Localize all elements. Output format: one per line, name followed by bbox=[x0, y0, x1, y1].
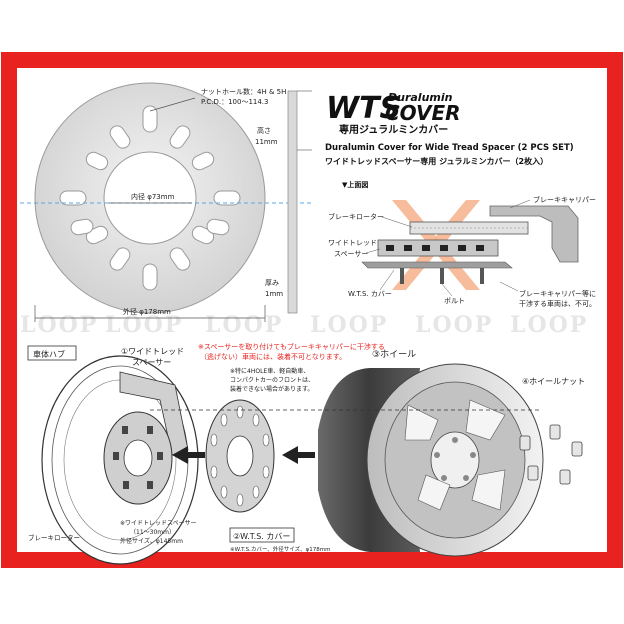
cover-note: ※W.T.S.カバー、外径サイズ、φ178mm bbox=[230, 545, 330, 553]
brake-rotor-hub bbox=[41, 355, 199, 565]
svg-text:▼上面図: ▼上面図 bbox=[342, 180, 368, 189]
section-diagram: ▼上面図 ブレーキキャリパー ブレーキローター ワイドトレッド スペーサー W.… bbox=[328, 180, 596, 308]
svg-text:COVER: COVER bbox=[385, 101, 461, 125]
warning-text: ※スペーサーを取り付けてもブレーキキャリパーに干渉する bbox=[198, 342, 385, 351]
svg-text:ブレーキキャリパー: ブレーキキャリパー bbox=[533, 195, 596, 204]
svg-text:ブレーキキャリパー等に: ブレーキキャリパー等に bbox=[519, 289, 596, 298]
thickness-value: 1mm bbox=[265, 290, 283, 298]
wts-logo: WTS Duralumin COVER 専用ジュラルミンカバー bbox=[326, 91, 461, 136]
svg-text:スペーサー: スペーサー bbox=[334, 250, 368, 258]
part1-label: ①ワイドトレッド bbox=[121, 347, 184, 356]
height-label: 高さ bbox=[257, 126, 271, 135]
thickness-label: 厚み bbox=[265, 279, 279, 287]
spacer-note: ※ワイドトレッドスペーサー bbox=[120, 520, 197, 527]
svg-text:LOOP: LOOP bbox=[510, 312, 588, 338]
svg-text:干渉する車両は、不可。: 干渉する車両は、不可。 bbox=[519, 299, 596, 308]
svg-text:LOOP: LOOP bbox=[20, 312, 98, 338]
note-4hole: ※特に4HOLE車、軽自動車、 bbox=[230, 367, 309, 375]
svg-text:外径サイズ、φ145mm: 外径サイズ、φ145mm bbox=[120, 537, 183, 545]
cover-side-profile: 高さ 11mm 厚み 1mm bbox=[255, 90, 312, 314]
pcd-spec: P.C.D.：100～114.3 bbox=[201, 98, 268, 106]
hub-label: 車体ハブ bbox=[33, 349, 65, 359]
svg-text:W.T.S. カバー: W.T.S. カバー bbox=[348, 290, 392, 298]
svg-text:（11～30mm）: （11～30mm） bbox=[130, 529, 175, 536]
wheel-label: ③ホイール bbox=[372, 349, 416, 360]
svg-text:LOOP: LOOP bbox=[415, 312, 493, 338]
title-english: Duralumin Cover for Wide Tread Spacer (2… bbox=[325, 143, 574, 153]
wheel-tire bbox=[318, 363, 544, 557]
svg-text:Duralumin: Duralumin bbox=[388, 91, 453, 104]
watermark: LOOP LOOP LOOP LOOP LOOP LOOP bbox=[20, 312, 588, 338]
title-japanese: ワイドトレッドスペーサー専用 ジュラルミンカバー（2枚入） bbox=[325, 156, 548, 166]
svg-text:ブレーキローター: ブレーキローター bbox=[328, 212, 384, 221]
svg-text:ボルト: ボルト bbox=[444, 297, 465, 305]
svg-text:WTS: WTS bbox=[326, 91, 401, 126]
height-value: 11mm bbox=[255, 138, 278, 146]
inner-diameter-label: 内径 φ73mm bbox=[131, 192, 175, 201]
svg-text:スペーサー: スペーサー bbox=[132, 358, 171, 367]
cover-disc-drawing: 内径 φ73mm ナットホール数：4H & 5H P.C.D.：100～114.… bbox=[20, 82, 312, 322]
svg-text:コンパクトカーのフロントは、: コンパクトカーのフロントは、 bbox=[230, 377, 314, 384]
svg-text:LOOP: LOOP bbox=[205, 312, 283, 338]
wheel-nuts bbox=[519, 424, 583, 485]
svg-text:LOOP: LOOP bbox=[105, 312, 183, 338]
arrow-left-icon bbox=[172, 446, 205, 464]
cover-label: ②W.T.S. カバー bbox=[233, 532, 290, 541]
rotor-label: ブレーキローター bbox=[28, 533, 80, 542]
nut-hole-count: ナットホール数：4H & 5H bbox=[201, 87, 286, 96]
arrow-left-icon bbox=[282, 446, 315, 464]
svg-text:専用ジュラルミンカバー: 専用ジュラルミンカバー bbox=[339, 123, 448, 136]
wts-cover-disc bbox=[205, 399, 275, 513]
svg-text:装着できない場合があります。: 装着できない場合があります。 bbox=[230, 385, 313, 393]
nut-label: ④ホイールナット bbox=[522, 377, 585, 386]
svg-text:ワイドトレッド: ワイドトレッド bbox=[328, 239, 377, 247]
svg-text:LOOP: LOOP bbox=[310, 312, 388, 338]
svg-text:（逃げない）車両には、装着不可となります。: （逃げない）車両には、装着不可となります。 bbox=[200, 352, 346, 361]
outer-diameter-label: 外径 φ178mm bbox=[123, 307, 171, 316]
